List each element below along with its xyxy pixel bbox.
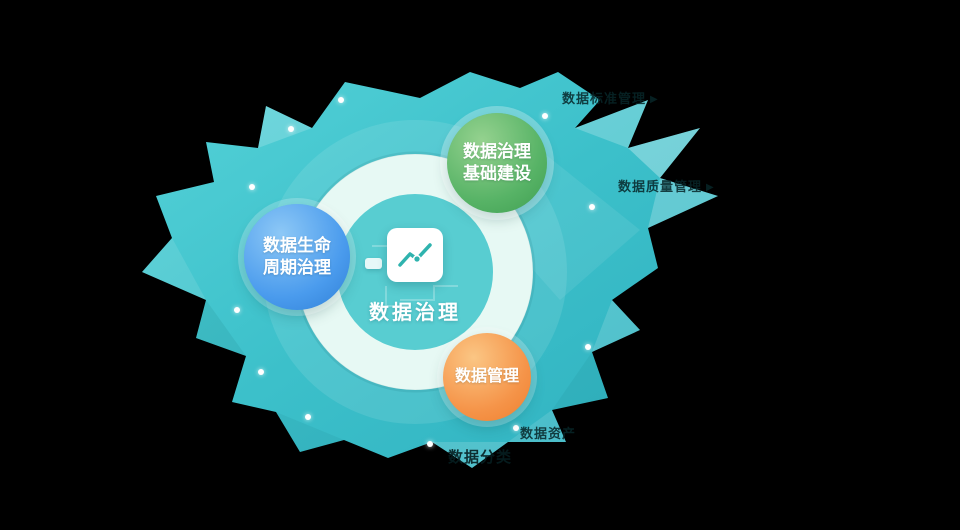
vertex-dot (338, 97, 344, 103)
vertex-dot (542, 113, 548, 119)
vertex-dot (258, 369, 264, 375)
node-label-line1: 数据治理 (463, 141, 531, 161)
node-label-line2: 基础建设 (463, 164, 531, 183)
edge-label-standards: 数据标准管理▶ (562, 88, 659, 107)
line-chart-icon (398, 243, 432, 267)
edge-label-assets: 数据资产 (520, 423, 576, 442)
vertex-dot (249, 184, 255, 190)
node-data-lifecycle: 数据生命 周期治理 (244, 204, 350, 310)
center-title: 数据治理 (369, 302, 461, 324)
edge-label-text: 数据标准管理 (562, 91, 647, 106)
node-label-line1: 数据管理 (454, 367, 519, 385)
vertex-dot (427, 441, 433, 447)
edge-label-classification: 数据分类 (448, 446, 512, 467)
vertex-dot (589, 204, 595, 210)
arrow-icon: ▶ (706, 182, 715, 193)
edge-label-quality: 数据质量管理▶ (618, 176, 715, 195)
arrow-icon: ▶ (650, 94, 659, 105)
icon-side-tab (365, 258, 382, 269)
vertex-dot (513, 425, 519, 431)
node-label-line1: 数据生命 (263, 235, 331, 255)
node-data-management: 数据管理 (443, 333, 531, 421)
center-icon-card (387, 228, 443, 282)
vertex-dot (234, 307, 240, 313)
vertex-dot (305, 414, 311, 420)
edge-label-text: 数据分类 (448, 449, 513, 466)
edge-label-text: 数据资产 (520, 426, 577, 441)
node-label-line2: 周期治理 (263, 258, 331, 277)
vertex-dot (585, 344, 591, 350)
node-governance-infrastructure: 数据治理 基础建设 (447, 113, 547, 213)
edge-label-text: 数据质量管理 (618, 179, 703, 194)
vertex-dot (288, 126, 294, 132)
